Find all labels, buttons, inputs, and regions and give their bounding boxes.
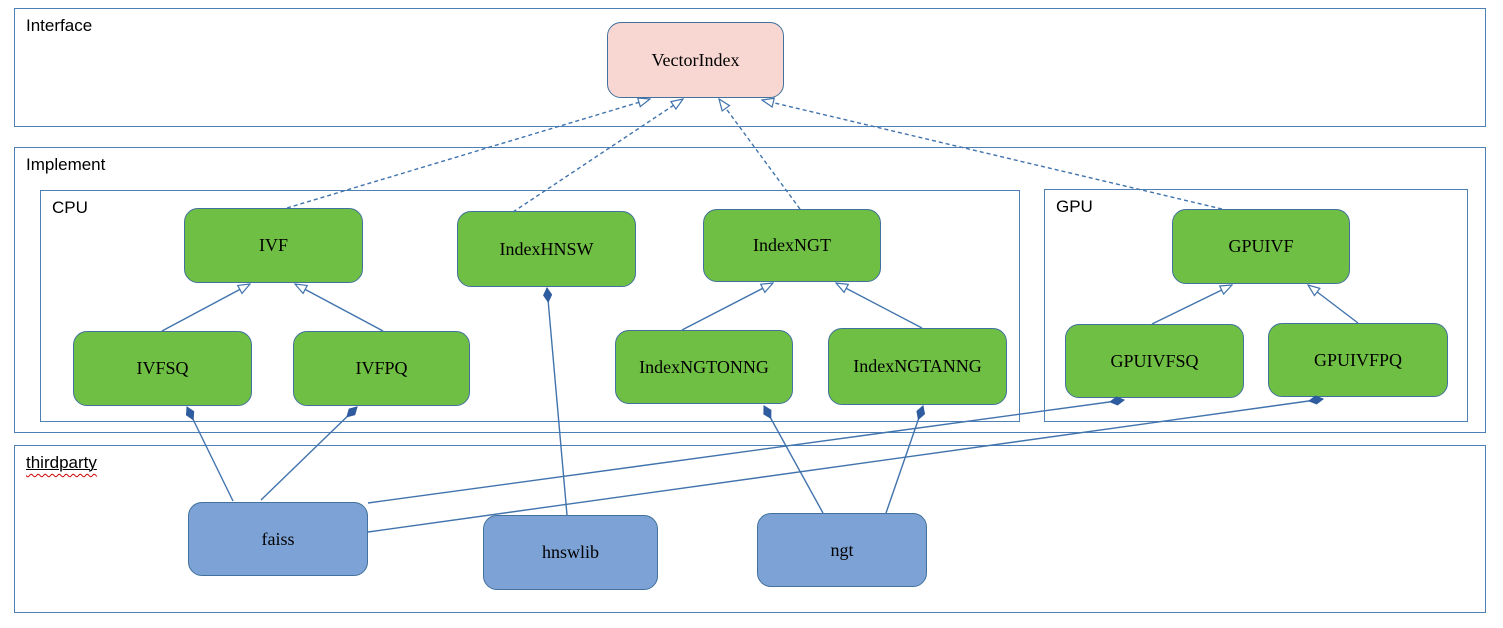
node-ngt-label: ngt bbox=[830, 539, 854, 560]
node-indexhnsw: IndexHNSW bbox=[457, 211, 636, 287]
section-label-gpu: GPU bbox=[1056, 197, 1093, 216]
node-ngt: ngt bbox=[757, 513, 927, 587]
node-hnswlib-label: hnswlib bbox=[541, 542, 599, 562]
node-indexngtonng: IndexNGTONNG bbox=[615, 330, 793, 404]
section-label-thirdparty: thirdparty bbox=[26, 453, 97, 473]
node-vectorindex: VectorIndex bbox=[607, 22, 784, 98]
node-gpuivfpq-label: GPUIVFPQ bbox=[1313, 349, 1403, 370]
node-ivfsq-label: IVFSQ bbox=[136, 358, 189, 378]
thirdparty-label-text: thirdparty bbox=[26, 453, 97, 472]
node-indexngtanng: IndexNGTANNG bbox=[828, 328, 1007, 405]
node-faiss: faiss bbox=[188, 502, 368, 576]
node-vectorindex-label: VectorIndex bbox=[651, 49, 740, 70]
node-gpuivfsq-label: GPUIVFSQ bbox=[1110, 350, 1199, 371]
node-gpuivfsq: GPUIVFSQ bbox=[1065, 324, 1244, 398]
node-gpuivf: GPUIVF bbox=[1172, 209, 1350, 284]
section-label-implement: Implement bbox=[26, 155, 106, 174]
node-indexngtonng-label: IndexNGTONNG bbox=[639, 356, 769, 377]
section-label-interface: Interface bbox=[26, 16, 93, 35]
node-indexhnsw-label: IndexHNSW bbox=[499, 238, 594, 259]
node-hnswlib: hnswlib bbox=[483, 515, 658, 590]
node-ivfpq: IVFPQ bbox=[293, 331, 470, 406]
node-ivf: IVF bbox=[184, 208, 363, 283]
node-gpuivf-label: GPUIVF bbox=[1228, 236, 1294, 256]
section-label-cpu: CPU bbox=[52, 198, 88, 217]
node-indexngt: IndexNGT bbox=[703, 209, 881, 282]
node-indexngt-label: IndexNGT bbox=[753, 235, 831, 255]
node-gpuivfpq: GPUIVFPQ bbox=[1268, 323, 1448, 397]
node-ivfsq: IVFSQ bbox=[73, 331, 252, 406]
node-ivf-label: IVF bbox=[258, 235, 288, 255]
node-indexngtanng-label: IndexNGTANNG bbox=[853, 356, 982, 376]
node-ivfpq-label: IVFPQ bbox=[355, 358, 408, 378]
node-faiss-label: faiss bbox=[261, 528, 295, 549]
